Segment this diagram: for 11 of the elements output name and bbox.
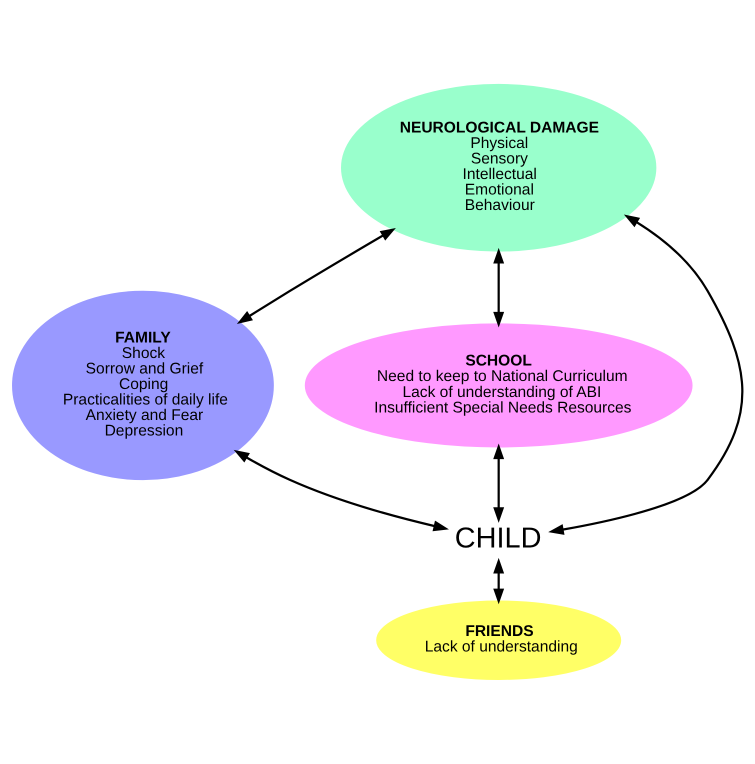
arrow — [493, 558, 504, 604]
node-ellipse: FRIENDS Lack of understanding — [376, 600, 622, 680]
node-ellipse: NEUROLOGICAL DAMAGE Physical Sensory Intellectual Emotional Behaviour — [341, 84, 656, 252]
arrow — [493, 444, 504, 523]
arrow — [236, 228, 396, 324]
arrow — [493, 248, 504, 328]
arrow — [234, 450, 449, 532]
node-text: CHILD — [454, 522, 542, 554]
arrow — [548, 214, 744, 535]
node-ellipse: SCHOOL Need to keep to National Curriculum Lack of understanding of ABI Insufficient Special Needs Resources — [304, 323, 693, 448]
node-ellipse: FAMILY Shock Sorrow and Grief Coping Practicalities of daily life Anxiety and Fear Depression — [12, 290, 274, 480]
